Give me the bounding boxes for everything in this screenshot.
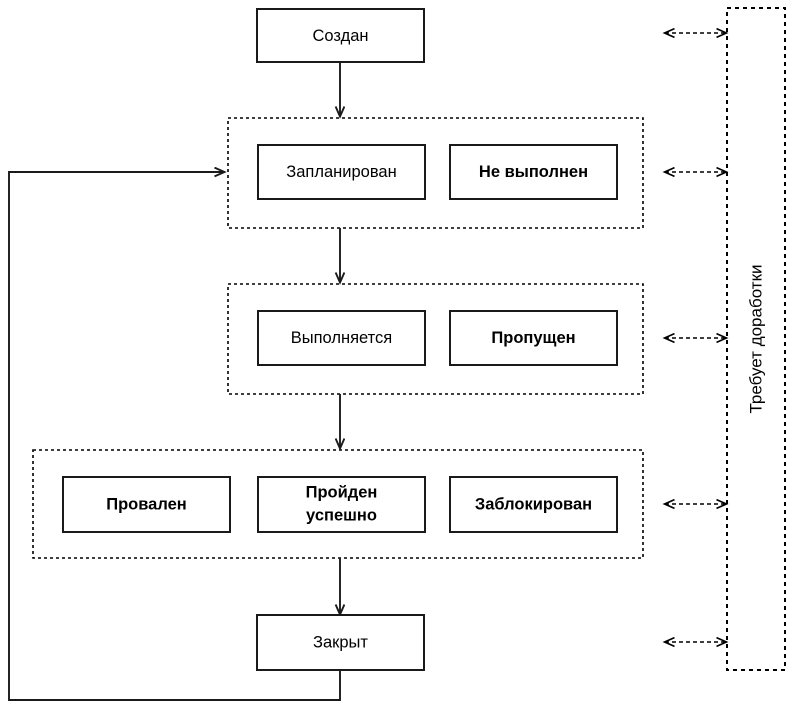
state-label-failed: Провален bbox=[106, 495, 187, 513]
state-box-blocked[interactable] bbox=[449, 476, 618, 533]
state-box-failed[interactable] bbox=[62, 476, 231, 533]
state-box-skipped[interactable] bbox=[449, 310, 618, 366]
state-box-closed[interactable] bbox=[256, 614, 425, 671]
state-label-skipped: Пропущен bbox=[491, 329, 575, 347]
state-box-in-progress[interactable] bbox=[257, 310, 426, 366]
state-label-closed: Закрыт bbox=[313, 633, 368, 651]
state-box-passed[interactable] bbox=[257, 476, 426, 533]
transition-closed-to-planned-loop bbox=[8, 172, 341, 701]
state-label-passed-line2: успешно bbox=[306, 506, 377, 524]
state-label-in-progress: Выполняется bbox=[291, 329, 392, 347]
state-box-planned[interactable] bbox=[257, 144, 426, 200]
state-label-planned: Запланирован bbox=[286, 163, 396, 181]
state-box-not-executed[interactable] bbox=[449, 144, 618, 200]
state-box-created[interactable] bbox=[256, 8, 425, 63]
state-label-passed-line1: Пройден bbox=[306, 483, 378, 501]
rework-label: Требует доработки bbox=[746, 264, 765, 413]
state-label-blocked: Заблокирован bbox=[475, 495, 592, 513]
group-planned bbox=[227, 117, 644, 229]
state-label-created: Создан bbox=[312, 27, 368, 45]
group-result bbox=[32, 449, 644, 559]
group-in-progress bbox=[227, 283, 644, 395]
state-label-not-executed: Не выполнен bbox=[479, 163, 588, 181]
